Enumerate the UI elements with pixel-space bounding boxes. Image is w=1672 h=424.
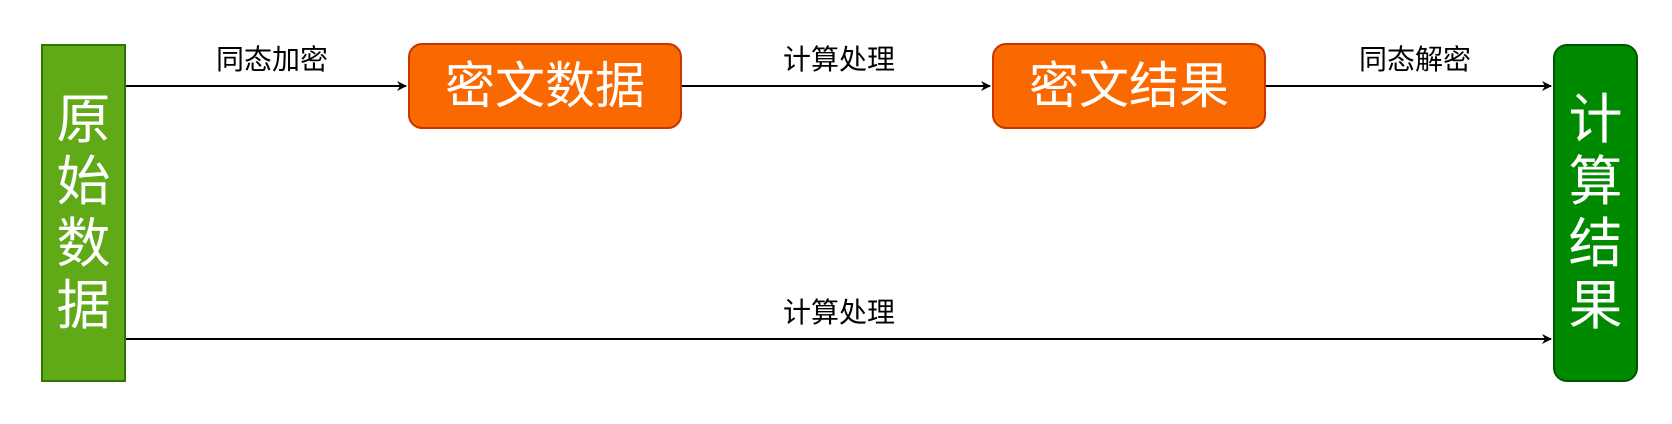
edge-label-compute-top: 计算处理 [782, 43, 896, 76]
computation-result-node: 计算结果 [1553, 44, 1638, 382]
ciphertext-result-label: 密文结果 [1029, 57, 1229, 115]
ciphertext-data-label: 密文数据 [445, 57, 645, 115]
ciphertext-data-node: 密文数据 [408, 43, 682, 129]
edge-label-compute-bottom: 计算处理 [782, 296, 896, 329]
edge-label-encrypt: 同态加密 [215, 43, 329, 76]
ciphertext-result-node: 密文结果 [992, 43, 1266, 129]
edge-label-decrypt: 同态解密 [1358, 43, 1472, 76]
computation-result-label: 计算结果 [1568, 88, 1623, 337]
source-data-label: 原始数据 [56, 88, 111, 337]
source-data-node: 原始数据 [41, 44, 126, 382]
